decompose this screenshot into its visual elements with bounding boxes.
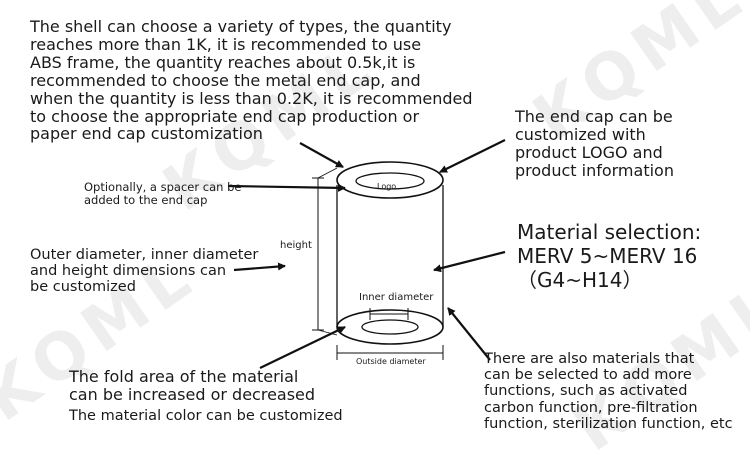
arrow-spacer bbox=[227, 183, 346, 192]
arrow-end-cap bbox=[439, 139, 506, 173]
fold-note: The fold area of the material can be inc… bbox=[69, 367, 316, 404]
height-label: height bbox=[280, 240, 312, 251]
bottom-inner-ring bbox=[361, 319, 419, 335]
top-inner-ring bbox=[355, 172, 425, 190]
spacer-note: Optionally, a spacer can be added to the… bbox=[84, 180, 242, 207]
arrow-fold bbox=[259, 326, 346, 369]
end-cap-note: The end cap can be customized with produ… bbox=[515, 107, 674, 180]
arrow-shell bbox=[299, 142, 344, 168]
top-end-cap bbox=[336, 161, 444, 199]
arrow-functions bbox=[447, 307, 491, 361]
material-note: Material selection: MERV 5~MERV 16 （G4~H… bbox=[517, 220, 702, 292]
arrow-dimensions bbox=[233, 262, 286, 272]
outside-diameter-label: Outside diameter bbox=[356, 357, 426, 366]
filter-diagram bbox=[227, 139, 506, 369]
dimensions-note: Outer diameter, inner diameter and heigh… bbox=[30, 247, 259, 296]
color-note: The material color can be customized bbox=[69, 408, 343, 424]
logo-label: Logo bbox=[377, 182, 397, 191]
functions-note: There are also materials that can be sel… bbox=[484, 351, 733, 432]
arrow-material bbox=[433, 250, 506, 273]
inner-diameter-label: Inner diameter bbox=[359, 292, 434, 303]
shell-note: The shell can choose a variety of types,… bbox=[30, 17, 473, 144]
filter-cylinder bbox=[336, 161, 444, 345]
bottom-end-cap bbox=[336, 309, 444, 345]
